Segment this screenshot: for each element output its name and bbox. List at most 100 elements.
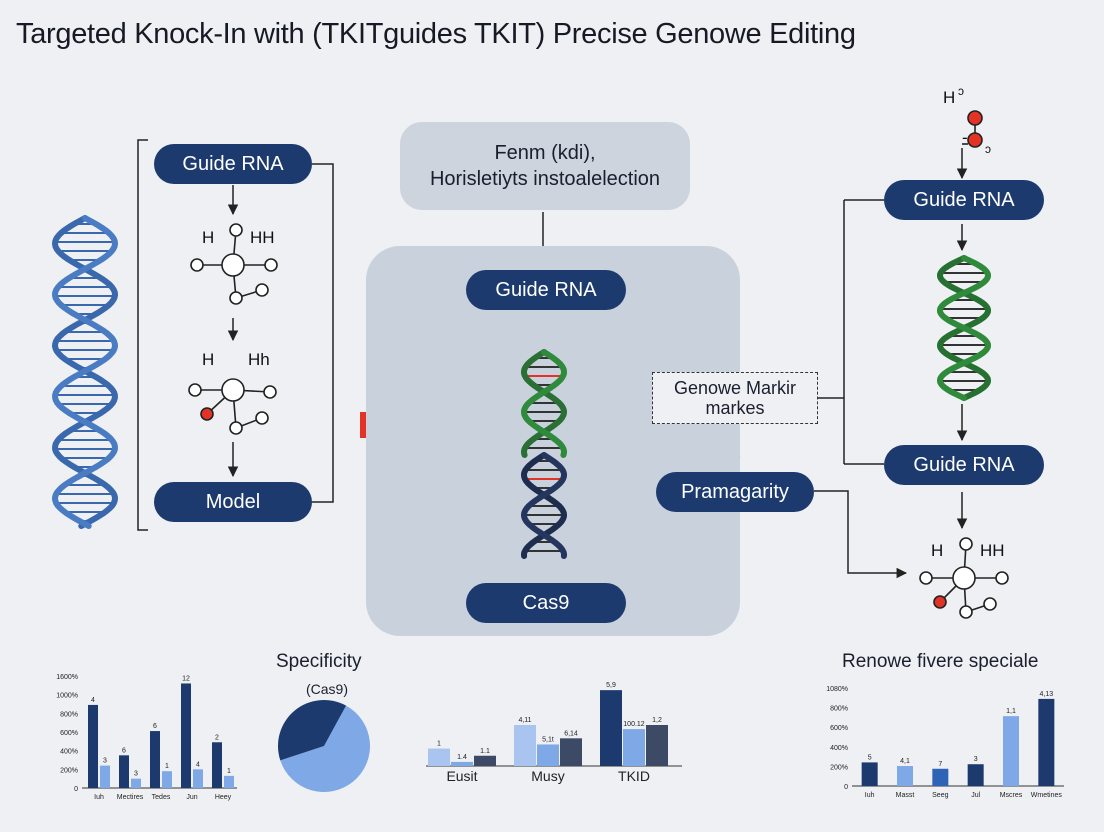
y-tick-label: 400% [60,749,78,756]
x-tick-label: Mectires [117,794,144,801]
y-tick-label: 600% [830,725,848,732]
pie-slice [280,705,370,792]
bar-value-label: 100.12 [623,721,645,728]
pie-chart [278,700,370,792]
y-tick-label: 200% [60,767,78,774]
left-connector [312,163,334,503]
center-dna-helix-icon [521,349,567,559]
molecule-icon-3 [962,110,983,148]
left-bracket [137,139,148,531]
helix-strand [521,349,567,458]
pie-slice [278,700,347,761]
x-tick-label: Heey [215,794,232,801]
bar-value-label: 4 [196,761,200,768]
bar [181,683,191,788]
atom-label-hh-1: HH [250,228,275,247]
helix-strand [521,452,567,559]
bar [119,755,129,788]
atom-label-h-3: H [943,88,956,107]
atom-label-sub-3: ɔ [958,84,964,98]
cas9-node[interactable]: Cas9 [466,583,626,623]
arrow-to-bottom-molecule [814,490,908,579]
genome-marker-box: Genowe Markir markes [652,372,818,424]
y-tick-label: 1000% [56,693,78,700]
bar-chart-3-title: Renowe fivere speciale [842,651,1039,672]
bar [514,725,536,766]
bar-value-label: 1 [437,741,441,748]
x-tick-label: Seeg [932,792,948,799]
x-tick-label: Jun [186,794,197,801]
bar-value-label: 6 [153,723,157,730]
right-guide-rna-node-bottom[interactable]: Guide RNA [884,445,1044,485]
x-tick-label: Iuh [94,794,104,801]
helix-strand [521,349,567,458]
y-tick-label: 1600% [56,674,78,681]
atom-label-hh-2: Hh [248,350,270,369]
bar-value-label: 1,1 [1006,708,1016,715]
bar-value-label: 1,2 [652,717,662,724]
atom-label-sub-4: ɔ [985,142,991,156]
bar-value-label: 1 [227,768,231,775]
center-guide-rna-node[interactable]: Guide RNA [466,270,626,310]
bar [193,769,203,788]
bar-value-label: 3 [974,756,978,763]
bar [623,729,645,766]
left-dna-helix-icon [51,215,119,529]
bar-value-label: 1 [165,763,169,770]
model-node[interactable]: Model [154,482,312,522]
bar [861,762,878,786]
bar-value-label: 2 [215,734,219,741]
molecule-icon-1 [190,223,278,305]
bar-value-label: 6 [122,747,126,754]
bar [537,744,559,766]
bar-value-label: 1.4 [457,754,467,761]
helix-strand [521,452,567,559]
x-tick-label: Tedes [152,794,171,801]
bar [897,766,913,786]
x-tick-label: Musy [531,768,564,784]
x-tick-label: Wmetines [1031,792,1063,799]
x-tick-label: Jul [971,792,980,799]
bar-value-label: 4,1 [900,758,910,765]
x-tick-label: TKID [618,768,650,784]
right-guide-rna-node-top[interactable]: Guide RNA [884,180,1044,220]
y-tick-label: 0 [74,786,78,793]
bar [1038,698,1055,786]
bar [560,738,582,766]
bar-chart-1: 0200%400%600%800%1000%1600%43Iuh63Mectir… [56,674,237,801]
pie-chart-title: Specificity [276,651,362,672]
bar-value-label: 7 [938,761,942,768]
atom-label-hh-4: HH [980,541,1005,560]
selection-line-2: Horisletiyts instoalelection [429,168,661,190]
atom-label-h-4: H [931,541,944,560]
selection-line-1: Fenm (kdi), [494,142,596,164]
bar [428,748,450,766]
bar-value-label: 5,1t [542,736,554,743]
y-tick-label: 0 [844,784,848,791]
bar [932,768,949,786]
y-tick-label: 1080% [826,686,848,693]
x-tick-label: Eusit [446,768,477,784]
bar [88,704,98,788]
helix-strand [936,255,992,401]
bar-value-label: 5 [868,754,872,761]
selection-box: Fenm (kdi), Horisletiyts instoalelection [400,122,690,210]
right-dna-helix-icon [936,255,992,401]
marker-line-1: Genowe Markir [673,378,797,398]
y-tick-label: 200% [830,764,848,771]
pramagarity-node[interactable]: Pramagarity [656,472,814,512]
left-guide-rna-node[interactable]: Guide RNA [154,144,312,184]
bar [646,725,668,766]
marker-line-2: markes [705,398,765,418]
bar-value-label: 4,13 [1040,691,1054,698]
bar-value-label: 5,9 [606,682,616,689]
molecule-icon-2 [188,378,277,435]
bar [131,778,141,788]
x-tick-label: Mscres [1000,792,1023,799]
bar [212,742,222,788]
bar [1003,716,1019,786]
bar [474,755,496,766]
bar-value-label: 4,11 [518,717,531,724]
bar-chart-2: 11.41.1Eusit4,115,1t6,14Musy5,9100.121,2… [426,682,682,784]
y-tick-label: 400% [830,745,848,752]
